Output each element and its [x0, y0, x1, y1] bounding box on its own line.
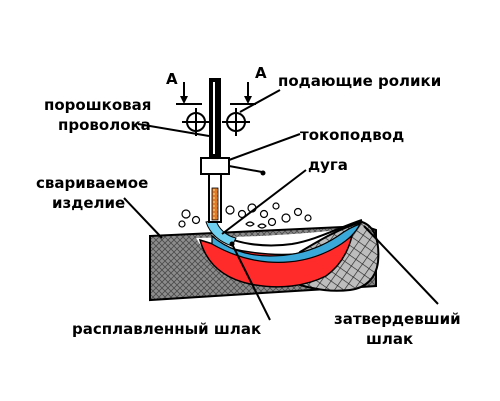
leader-flux-wire	[137, 123, 210, 137]
arc-label: дуга	[308, 156, 348, 174]
workpiece-label-line2: изделие	[52, 194, 125, 212]
leader-lines	[123, 89, 439, 321]
arc-zone	[205, 219, 237, 247]
leader-solid-slag	[363, 225, 439, 305]
molten-slag-label: расплавленный шлак	[72, 320, 261, 338]
molten-slag-layer	[211, 222, 362, 263]
leader-arc	[221, 169, 307, 235]
wire-highlight	[213, 82, 215, 154]
workpiece-label-line1: свариваемое	[36, 174, 148, 192]
section-marks	[176, 82, 256, 105]
leader-molten-slag	[231, 243, 271, 321]
section-mark-right-label: A	[255, 64, 267, 82]
feed-rollers	[182, 108, 250, 136]
wire-core	[211, 187, 219, 221]
leader-feed-rollers	[239, 89, 281, 113]
flux-wire-label-line2: проволока	[58, 116, 151, 134]
leader-workpiece	[123, 197, 163, 239]
flux-particles	[178, 202, 312, 229]
current-lead-wire	[228, 165, 263, 173]
section-mark-left-label: A	[166, 70, 178, 88]
solid-slag-label-line1: затвердевший	[334, 310, 461, 328]
leader-current-lead	[228, 133, 301, 161]
flux-wire-label-line1: порошковая	[44, 96, 151, 114]
leader-dot-molten-slag	[229, 241, 235, 247]
feed-rollers-label: подающие ролики	[278, 72, 441, 90]
current-contact-block	[200, 157, 230, 175]
current-lead-terminal	[260, 170, 266, 176]
current-lead-label: токоподвод	[300, 126, 404, 144]
solid-slag-label-line2: шлак	[366, 330, 413, 348]
